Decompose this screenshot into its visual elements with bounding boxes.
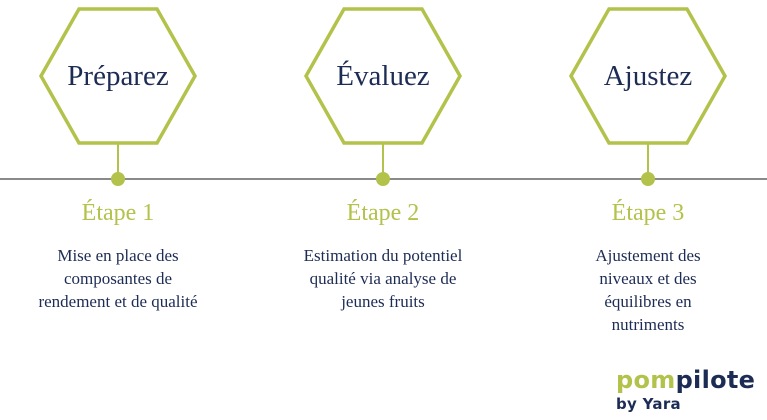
step-label-1: Étape 1	[81, 200, 155, 226]
connector-1	[117, 142, 119, 175]
connector-2	[382, 142, 384, 175]
step-description-2: Estimation du potentiel qualité via anal…	[303, 246, 463, 311]
brand-wordmark: pompilote	[616, 366, 755, 394]
hexagon-2: Évaluez	[303, 7, 463, 145]
step-2: Évaluez Étape 2 Estimation du potentiel …	[303, 0, 463, 420]
step-title-1: Préparez	[67, 59, 169, 92]
timeline-dot-3	[641, 172, 655, 186]
hexagon-outline-2	[303, 7, 463, 145]
brand-pilote: pilote	[675, 366, 756, 394]
brand-logo: pompilote by Yara	[616, 366, 755, 414]
step-title-3: Ajustez	[603, 59, 693, 92]
connector-3	[647, 142, 649, 175]
timeline-dot-1	[111, 172, 125, 186]
timeline-dot-2	[376, 172, 390, 186]
hexagon-1: Préparez	[38, 7, 198, 145]
brand-byline: by Yara	[616, 395, 681, 413]
step-label-3: Étape 3	[611, 200, 685, 226]
step-description-1: Mise en place des composantes de rendeme…	[38, 246, 198, 311]
hexagon-outline-1	[38, 7, 198, 145]
step-description-3: Ajustement des niveaux et des équilibres…	[595, 246, 701, 334]
step-1: Préparez Étape 1 Mise en place des compo…	[38, 0, 198, 420]
step-3: Ajustez Étape 3 Ajustement des niveaux e…	[568, 0, 728, 420]
hexagon-3: Ajustez	[568, 7, 728, 145]
brand-pom: pom	[616, 366, 676, 394]
step-label-2: Étape 2	[346, 200, 420, 226]
step-title-2: Évaluez	[336, 59, 430, 92]
hexagon-outline-3	[568, 7, 728, 145]
